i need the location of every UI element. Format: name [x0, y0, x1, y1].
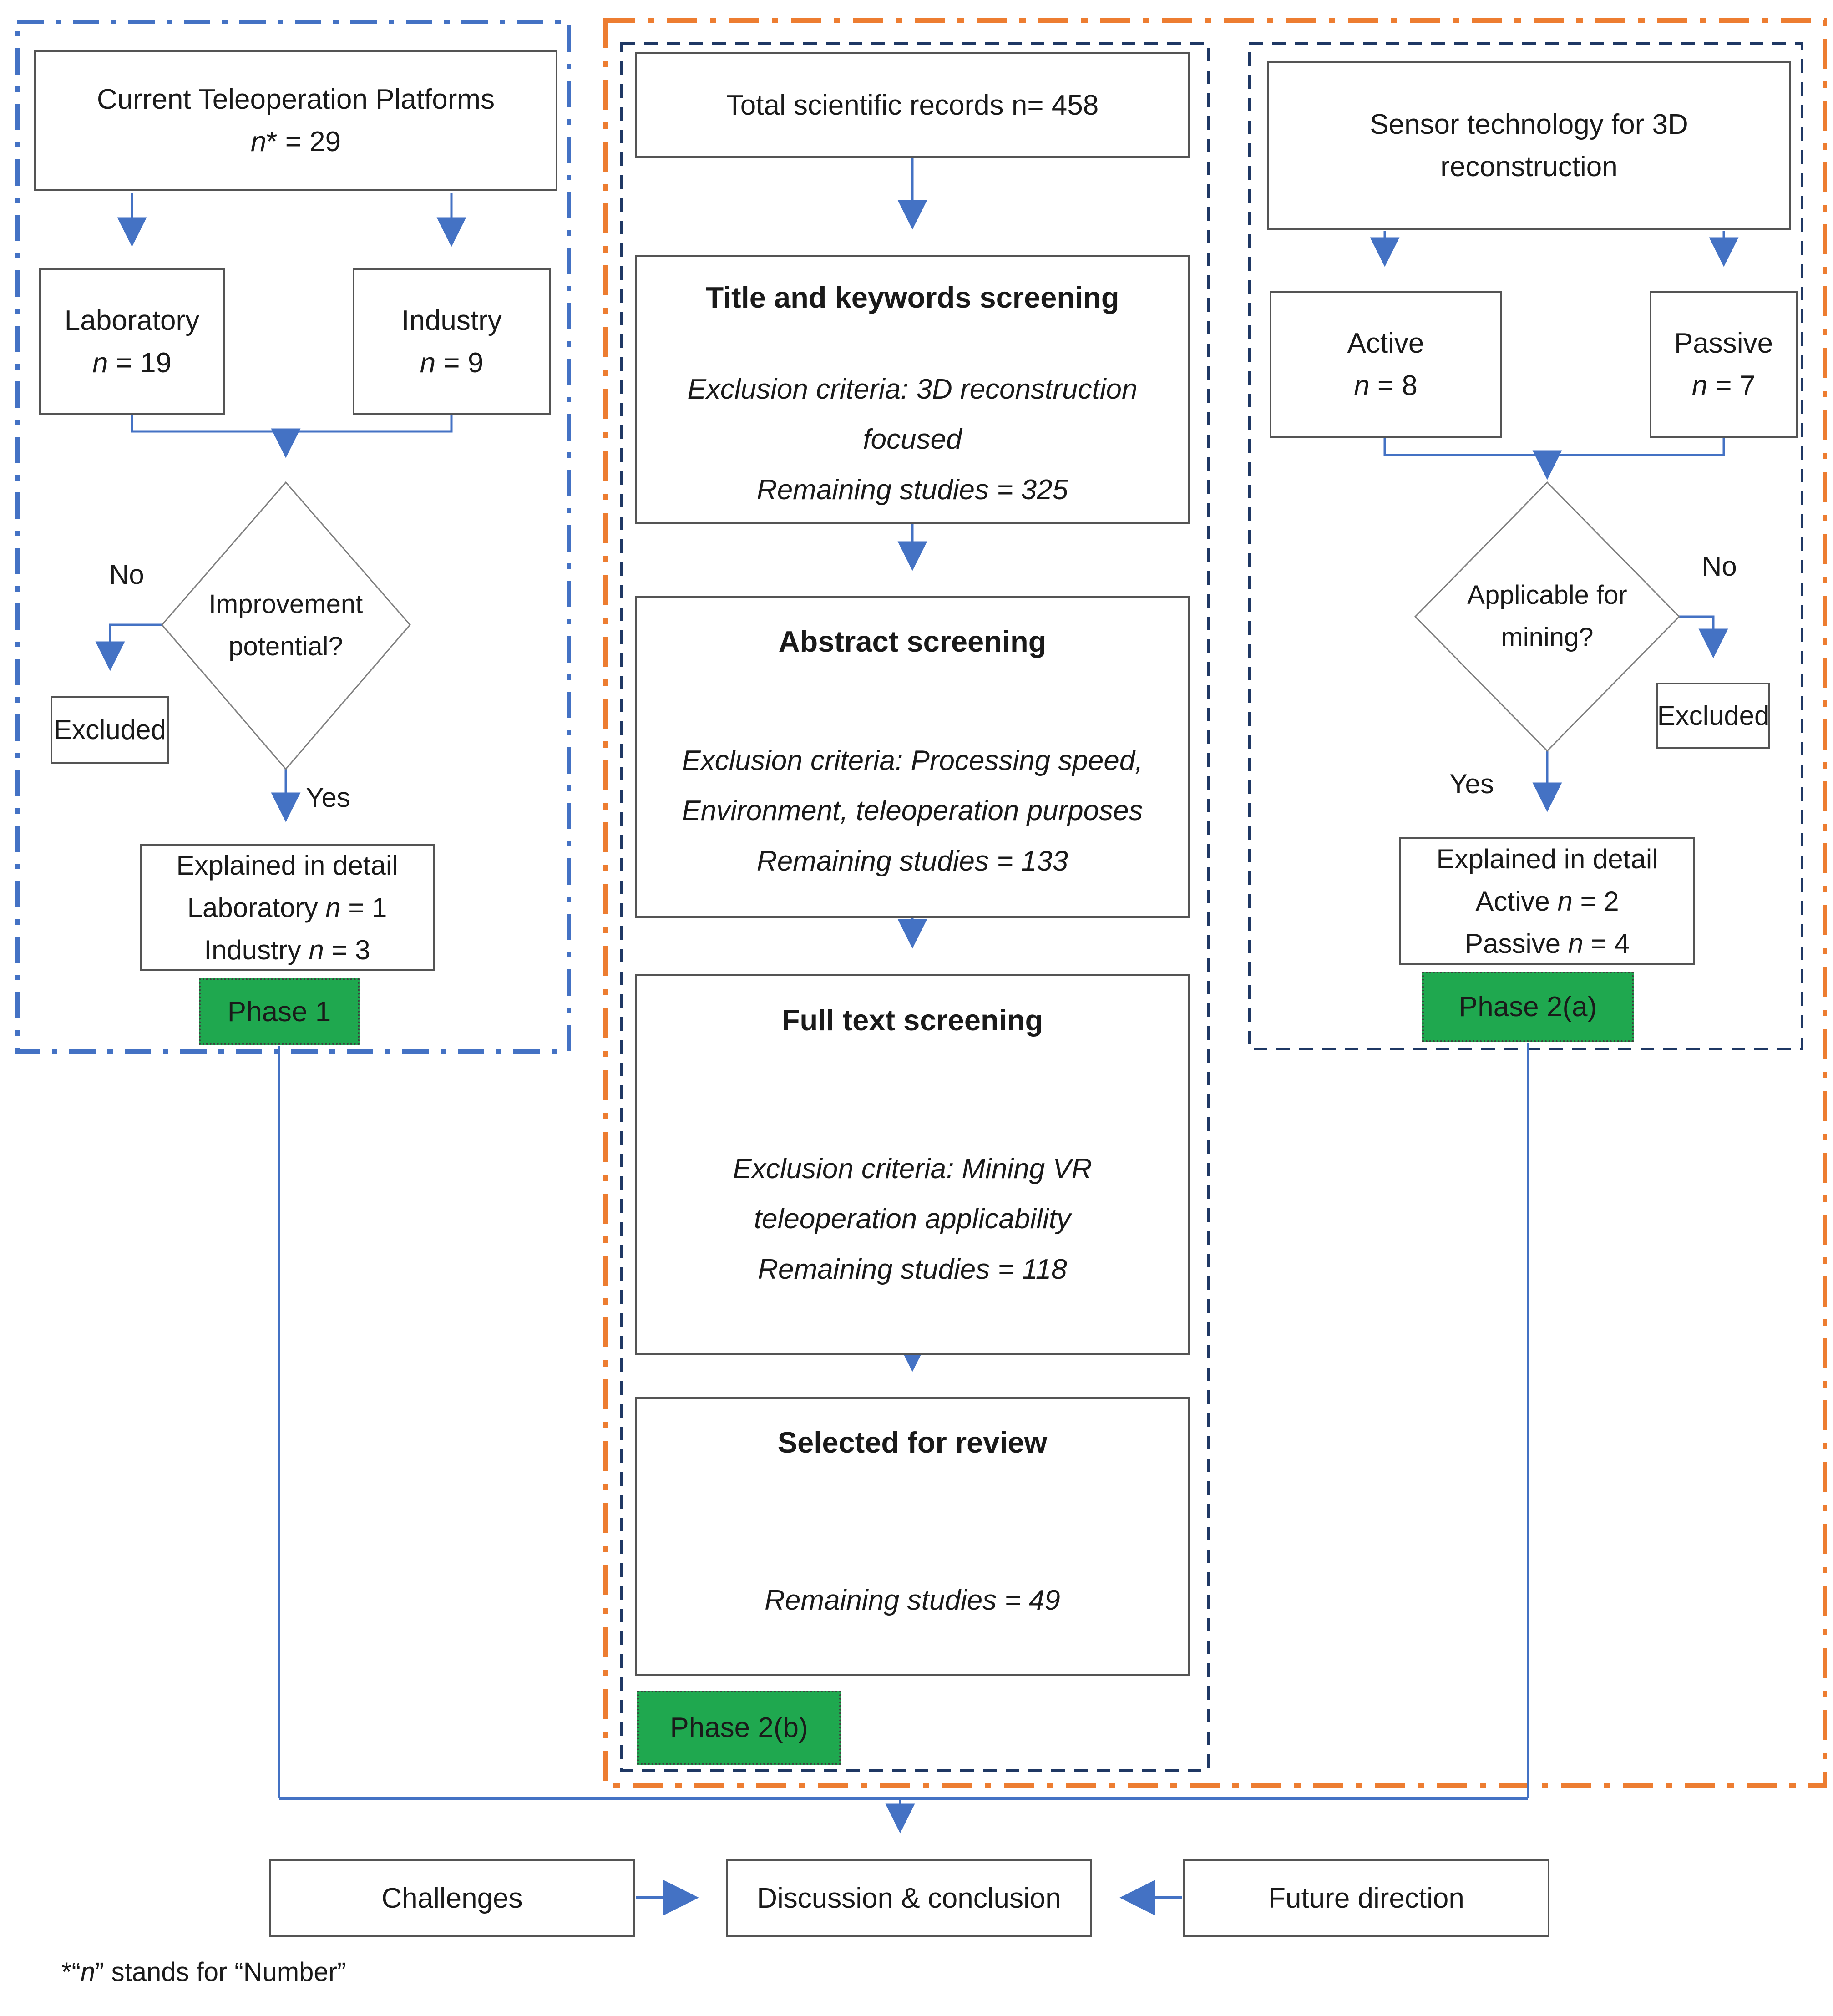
active-label: Active [1347, 328, 1424, 359]
phase2a-decision-diamond [1414, 481, 1681, 752]
phase2a-yes-label: Yes [1449, 769, 1494, 799]
active-count: n = 8 [1354, 370, 1418, 401]
passive-box: Passive n = 7 [1650, 291, 1798, 438]
selected-review-remaining: Remaining studies = 49 [765, 1585, 1060, 1616]
sensor-technology-line1: Sensor technology for 3D [1370, 109, 1688, 140]
phase1-diamond-line2: potential? [228, 632, 343, 661]
phase1-diamond-line1: Improvement [208, 589, 363, 619]
fulltext-screening-header: Full text screening [781, 1003, 1043, 1037]
phase1-diamond-text: Improvement potential? [191, 578, 380, 674]
phase2a-badge: Phase 2(a) [1422, 972, 1634, 1042]
fulltext-criteria2: teleoperation applicability [754, 1203, 1071, 1235]
phase1-explained-line2: Laboratory n = 1 [187, 892, 387, 923]
phase2a-explained-line2: Active n = 2 [1475, 886, 1619, 917]
current-platforms-box: Current Teleoperation Platforms n* = 29 [34, 50, 557, 191]
current-platforms-line1: Current Teleoperation Platforms [96, 84, 495, 115]
phase2a-excluded-box: Excluded [1656, 683, 1770, 749]
phase2a-diamond-line1: Applicable for [1467, 580, 1627, 610]
title-keywords-criteria2: focused [863, 424, 962, 456]
sensor-technology-line2: reconstruction [1440, 151, 1618, 182]
discussion-conclusion-box: Discussion & conclusion [726, 1859, 1092, 1937]
abstract-remaining: Remaining studies = 133 [756, 845, 1068, 877]
laboratory-count: n = 19 [92, 347, 172, 379]
phase2b-badge: Phase 2(b) [637, 1691, 841, 1765]
phase2a-excluded-label: Excluded [1657, 700, 1770, 731]
title-keywords-header: Title and keywords screening [705, 281, 1119, 314]
total-records-box: Total scientific records n= 458 [635, 52, 1190, 158]
phase1-decision-diamond [161, 481, 411, 770]
phase1-badge-label: Phase 1 [227, 996, 331, 1028]
fulltext-criteria1: Exclusion criteria: Mining VR [733, 1153, 1092, 1185]
phase1-excluded-box: Excluded [51, 696, 169, 764]
sensor-technology-box: Sensor technology for 3D reconstruction [1267, 61, 1791, 230]
abstract-criteria1: Exclusion criteria: Processing speed, [682, 745, 1143, 776]
phase1-explained-line1: Explained in detail [176, 850, 398, 881]
phase2a-diamond-line2: mining? [1501, 623, 1594, 652]
abstract-criteria2: Environment, teleoperation purposes [682, 795, 1143, 827]
phase1-explained-box: Explained in detail Laboratory n = 1 Ind… [140, 844, 435, 971]
future-direction-label: Future direction [1268, 1882, 1464, 1914]
future-direction-box: Future direction [1183, 1859, 1549, 1937]
title-keywords-screening-box: Title and keywords screening Exclusion c… [635, 255, 1190, 524]
phase2a-no-label: No [1702, 551, 1737, 582]
selected-for-review-box: Selected for review Remaining studies = … [635, 1397, 1190, 1676]
abstract-screening-box: Abstract screening Exclusion criteria: P… [635, 596, 1190, 918]
abstract-screening-header: Abstract screening [778, 625, 1047, 658]
passive-count: n = 7 [1691, 370, 1756, 401]
discussion-conclusion-label: Discussion & conclusion [757, 1882, 1061, 1914]
title-keywords-remaining: Remaining studies = 325 [756, 474, 1068, 506]
phase1-excluded-label: Excluded [54, 714, 166, 745]
phase2a-group-border [1248, 42, 1803, 1050]
title-keywords-criteria1: Exclusion criteria: 3D reconstruction [687, 374, 1138, 405]
footnote: *“n” stands for “Number” [61, 1957, 346, 1987]
fulltext-remaining: Remaining studies = 118 [758, 1253, 1067, 1285]
phase1-explained-line3: Industry n = 3 [204, 934, 370, 965]
challenges-box: Challenges [269, 1859, 635, 1937]
laboratory-label: Laboratory [64, 305, 200, 336]
total-records-label: Total scientific records n= 458 [726, 89, 1099, 121]
selected-review-header: Selected for review [777, 1426, 1048, 1459]
phase1-no-label: No [109, 559, 144, 590]
phase2a-diamond-text: Applicable for mining? [1429, 569, 1666, 664]
phase2a-explained-line3: Passive n = 4 [1465, 928, 1630, 959]
phase2a-explained-line1: Explained in detail [1436, 843, 1658, 874]
fulltext-screening-box: Full text screening Exclusion criteria: … [635, 974, 1190, 1355]
current-platforms-count: n* = 29 [250, 126, 341, 157]
phase2a-badge-label: Phase 2(a) [1458, 991, 1597, 1023]
challenges-label: Challenges [381, 1882, 523, 1914]
phase2b-badge-label: Phase 2(b) [670, 1712, 808, 1743]
phase2b-group-border [620, 42, 1210, 1772]
phase2a-explained-box: Explained in detail Active n = 2 Passive… [1399, 837, 1695, 965]
phase1-group-border [15, 20, 571, 1054]
passive-label: Passive [1674, 328, 1773, 359]
industry-label: Industry [401, 305, 502, 336]
phase1-yes-label: Yes [306, 782, 350, 813]
industry-box: Industry n = 9 [353, 268, 551, 415]
laboratory-box: Laboratory n = 19 [39, 268, 225, 415]
phase1-badge: Phase 1 [199, 978, 360, 1045]
industry-count: n = 9 [420, 347, 484, 379]
phase2-group-border [603, 18, 1827, 1788]
active-box: Active n = 8 [1270, 291, 1502, 438]
